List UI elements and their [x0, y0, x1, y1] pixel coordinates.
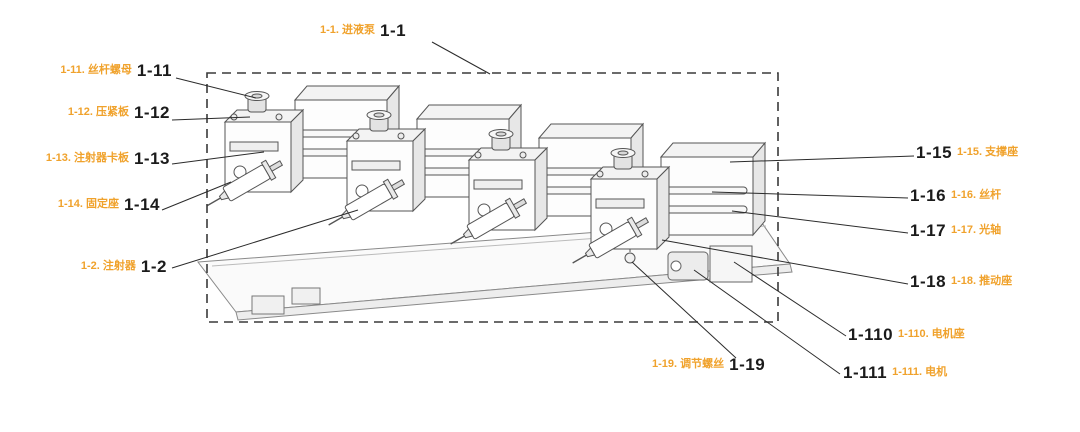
callout-1-16: 1-16 1-16. 丝杆 — [910, 187, 1001, 204]
callout-number: 1-15 — [916, 143, 953, 162]
leader-1-18 — [661, 239, 909, 285]
callout-number: 1-12 — [133, 103, 170, 122]
callout-1-13: 1-13. 注射器卡板 1-13 — [12, 150, 170, 167]
leader-1-12 — [171, 116, 251, 121]
callout-text: 1-14. 固定座 — [57, 198, 119, 210]
leader-1-19 — [631, 261, 737, 359]
callout-text: 1-17. 光轴 — [951, 224, 1002, 236]
callout-text: 1-11. 丝杆螺母 — [60, 64, 132, 76]
callout-1-11: 1-11. 丝杆螺母 1-11 — [20, 62, 172, 79]
leader-1-2 — [171, 209, 359, 269]
callout-text: 1-13. 注射器卡板 — [45, 152, 129, 164]
callout-1-12: 1-12. 压紧板 1-12 — [30, 104, 170, 121]
callout-number: 1-16 — [910, 186, 947, 205]
callout-number: 1-111 — [843, 363, 888, 382]
callout-1-1: 1-1. 进液泵 1-1 — [320, 22, 406, 39]
leader-1-14 — [161, 181, 232, 211]
leader-1-111 — [693, 269, 841, 375]
callout-1-19: 1-19. 调节螺丝 1-19 — [652, 356, 765, 373]
callout-text: 1-16. 丝杆 — [951, 189, 1002, 201]
leader-1-16 — [711, 191, 909, 199]
callout-number: 1-2 — [140, 257, 167, 276]
leader-1-11 — [175, 77, 257, 99]
callout-1-110: 1-110 1-110. 电机座 — [848, 326, 965, 343]
callout-1-18: 1-18 1-18. 推动座 — [910, 273, 1012, 290]
callout-1-14: 1-14. 固定座 1-14 — [22, 196, 160, 213]
dashed-boundary — [206, 72, 779, 323]
callout-number: 1-19 — [729, 355, 766, 374]
leader-1-13 — [171, 151, 265, 165]
callout-number: 1-14 — [123, 195, 160, 214]
callout-number: 1-1 — [380, 21, 407, 40]
callout-text: 1-19. 调节螺丝 — [652, 358, 725, 370]
callout-1-17: 1-17 1-17. 光轴 — [910, 222, 1001, 239]
callout-1-15: 1-15 1-15. 支撑座 — [916, 144, 1018, 161]
callout-text: 1-1. 进液泵 — [320, 24, 376, 36]
leader-lines — [161, 41, 915, 375]
leader-1-15 — [729, 155, 915, 163]
leader-1-1 — [431, 41, 491, 75]
callout-1-111: 1-111 1-111. 电机 — [843, 364, 947, 381]
leader-1-17 — [731, 210, 909, 234]
callout-number: 1-17 — [910, 221, 947, 240]
callout-text: 1-18. 推动座 — [951, 275, 1013, 287]
leader-1-110 — [733, 261, 847, 337]
callout-text: 1-12. 压紧板 — [67, 106, 129, 118]
callout-number: 1-13 — [133, 149, 170, 168]
callout-number: 1-11 — [136, 61, 172, 80]
motor-mount — [709, 245, 753, 283]
callout-number: 1-18 — [910, 272, 947, 291]
callout-number: 1-110 — [848, 325, 894, 344]
callout-1-2: 1-2. 注射器 1-2 — [55, 258, 167, 275]
callout-text: 1-111. 电机 — [892, 366, 948, 378]
callout-text: 1-2. 注射器 — [80, 260, 136, 272]
callout-text: 1-110. 电机座 — [898, 328, 965, 340]
callout-text: 1-15. 支撑座 — [957, 146, 1019, 158]
